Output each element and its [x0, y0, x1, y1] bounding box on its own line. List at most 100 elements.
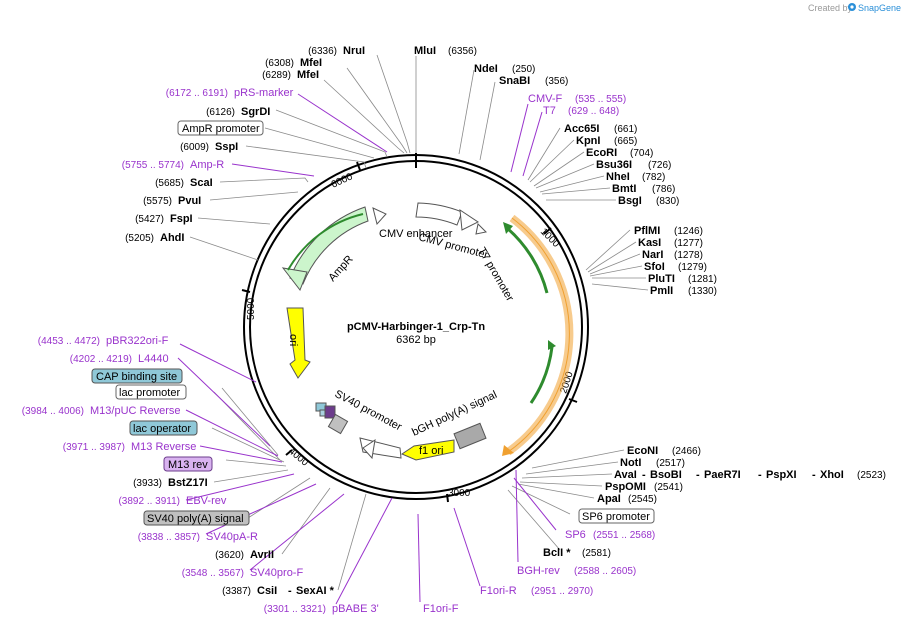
leader-ahdi [189, 236, 259, 261]
site-bsobi[interactable]: BsoBI [650, 469, 682, 481]
primer-amp-r[interactable]: Amp-R [190, 159, 224, 171]
tick-label-3000: 3000 [448, 488, 471, 499]
site-nrui[interactable]: NruI [343, 45, 365, 57]
feature-box-m13-rev[interactable]: M13 rev [163, 456, 213, 472]
site-mfei[interactable]: MfeI [297, 69, 319, 81]
primerline-sv40pa [205, 483, 317, 535]
primerline-pbr [179, 343, 257, 383]
tick-label-6000: 6000 [330, 171, 355, 191]
primer-bgh-rev[interactable]: BGH-rev [517, 565, 560, 577]
green-arc-right-mid [529, 346, 554, 404]
site-snabi[interactable]: SnaBI [499, 75, 530, 87]
primer-pos-pbabe: (3301 .. 3321) [264, 604, 326, 615]
leader-nari [589, 253, 641, 275]
orf-arc-outline [507, 217, 570, 453]
leader-ecori [533, 151, 585, 187]
site-pos-apai: (2545) [628, 494, 657, 505]
site-sgrdi[interactable]: SgrDI [241, 106, 270, 118]
site-xhoi[interactable]: XhoI [820, 469, 844, 481]
site-sexai[interactable]: SexAI * [296, 585, 335, 597]
site-acc65i[interactable]: Acc65I [564, 123, 599, 135]
site-nhei[interactable]: NheI [606, 171, 630, 183]
site-pos-bsu36i: (726) [648, 160, 671, 171]
site-bmti[interactable]: BmtI [612, 183, 636, 195]
primer-prs-marker[interactable]: pRS-marker [234, 87, 294, 99]
primer-pos-m13puc: (3984 .. 4006) [22, 406, 84, 417]
feature-box-sp6-promoter[interactable]: SP6 promoter [578, 508, 655, 524]
dash-3: - [758, 469, 762, 481]
primer-pos-m13rev: (3971 .. 3987) [63, 442, 125, 453]
primer-ebv-rev[interactable]: EBV-rev [186, 495, 227, 507]
primer-sv40pro-f[interactable]: SV40pro-F [250, 567, 303, 579]
leader-apai [517, 483, 595, 499]
site-pluti[interactable]: PluTI [648, 273, 675, 285]
site-ndei[interactable]: NdeI [474, 63, 498, 75]
primerline-f1orif [417, 513, 421, 603]
primer-f1ori-r[interactable]: F1ori-R [480, 585, 517, 597]
primer-pos-sv40pro: (3548 .. 3567) [182, 568, 244, 579]
site-sfoi[interactable]: SfoI [644, 261, 665, 273]
site-paer7i[interactable]: PaeR7I [704, 469, 741, 481]
primer-pos-sp6: (2551 .. 2568) [593, 530, 655, 541]
site-sspi[interactable]: SspI [215, 141, 238, 153]
site-pos-nari: (1278) [674, 250, 703, 261]
site-ahdi[interactable]: AhdI [160, 232, 184, 244]
site-avrii[interactable]: AvrII [250, 549, 274, 561]
primer-sv40pa-r[interactable]: SV40pA-R [206, 531, 258, 543]
site-apai[interactable]: ApaI [597, 493, 621, 505]
feature-box-lac-operator[interactable]: lac operator [129, 420, 198, 436]
site-scai[interactable]: ScaI [190, 177, 213, 189]
primer-pbr322ori-f[interactable]: pBR322ori-F [106, 335, 169, 347]
leader-nrui [376, 54, 411, 154]
site-kpni[interactable]: KpnI [576, 135, 600, 147]
site-avai[interactable]: AvaI [614, 469, 637, 481]
primerline-m13rev [199, 445, 283, 463]
site-csii[interactable]: CsiI [257, 585, 277, 597]
site-bpu10i[interactable]: MfeI [300, 57, 322, 69]
site-bsgi[interactable]: BsgI [618, 195, 642, 207]
primer-m13-reverse[interactable]: M13 Reverse [131, 441, 196, 453]
orf-arc [505, 214, 574, 456]
primer-f1ori-f[interactable]: F1ori-F [423, 603, 459, 615]
tick-mark-1000 [543, 227, 552, 235]
primer-pbabe-3[interactable]: pBABE 3' [332, 603, 379, 615]
ori-label: ori [287, 334, 299, 346]
feature-box-ampr-promoter[interactable]: AmpR promoter [177, 120, 264, 136]
primer-sp6[interactable]: SP6 [565, 529, 586, 541]
leader-bstz [213, 469, 289, 483]
lac-operator-text: lac operator [133, 423, 191, 435]
leader-sspi [245, 145, 367, 169]
site-econi[interactable]: EcoNI [627, 445, 658, 457]
site-nari[interactable]: NarI [642, 249, 663, 261]
feature-box-sv40-polya[interactable]: SV40 poly(A) signal [143, 510, 250, 526]
tick-label-4000: 4000 [286, 446, 310, 469]
primer-pos-prs: (6172 .. 6191) [166, 88, 228, 99]
site-bsu36i[interactable]: Bsu36I [596, 159, 632, 171]
site-fspi[interactable]: FspI [170, 213, 193, 225]
site-pos-kasi: (1277) [674, 238, 703, 249]
leader-bmti [541, 187, 611, 195]
site-bstz17i[interactable]: BstZ17I [168, 477, 208, 489]
leader-pspomi [519, 481, 603, 487]
primer-cmv-f[interactable]: CMV-F [528, 93, 563, 105]
site-pmli[interactable]: PmlI [650, 285, 673, 297]
primer-l4440[interactable]: L4440 [138, 353, 169, 365]
site-ecori[interactable]: EcoRI [586, 147, 617, 159]
site-mlui[interactable]: MluI [414, 45, 436, 57]
site-pspomi[interactable]: PspOMI [605, 481, 646, 493]
primer-m13-puc-reverse[interactable]: M13/pUC Reverse [90, 405, 180, 417]
site-noti[interactable]: NotI [620, 457, 641, 469]
leader-acc65i [527, 127, 561, 181]
leader-mfei [323, 79, 405, 154]
feature-box-lac-promoter[interactable]: lac promoter [115, 384, 187, 400]
tick-mark-4000 [285, 449, 293, 456]
leader-pmli [591, 283, 649, 291]
feature-box-cap[interactable]: CAP binding site [91, 368, 183, 384]
site-pflmi[interactable]: PflMI [634, 225, 660, 237]
primerline-sv40pro [249, 493, 345, 571]
site-bcli[interactable]: BclI * [543, 547, 571, 559]
site-kasi[interactable]: KasI [638, 237, 661, 249]
site-pspxi[interactable]: PspXI [766, 469, 797, 481]
site-pvui[interactable]: PvuI [178, 195, 201, 207]
primer-t7[interactable]: T7 [543, 105, 556, 117]
